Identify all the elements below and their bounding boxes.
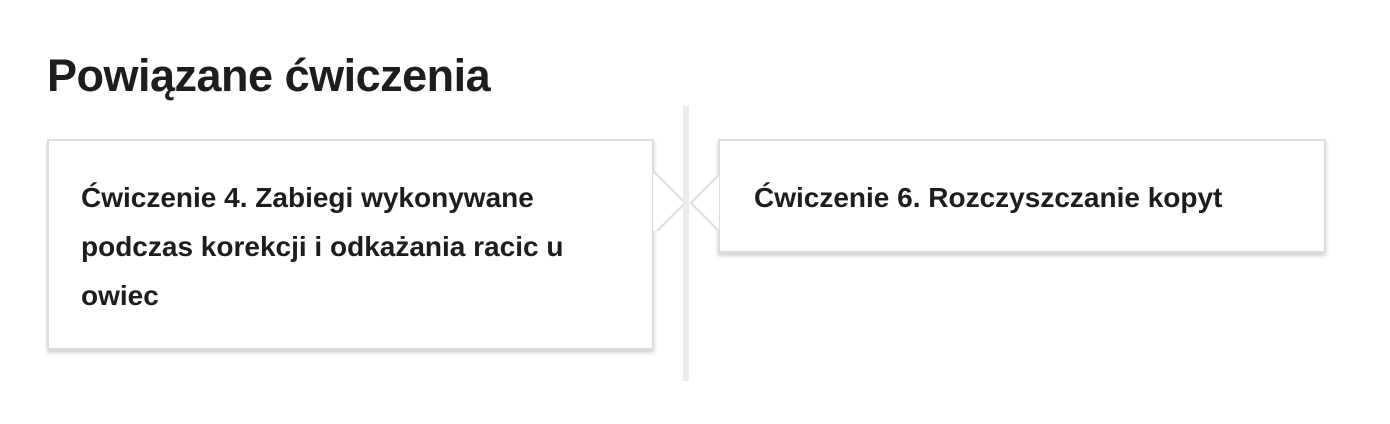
- section-title: Powiązane ćwiczenia: [47, 50, 491, 101]
- related-exercise-previous-label: Ćwiczenie 4. Zabiegi wykonywane podczas …: [81, 182, 564, 311]
- related-exercise-previous-card[interactable]: Ćwiczenie 4. Zabiegi wykonywane podczas …: [47, 139, 654, 350]
- timeline-divider: [683, 106, 689, 381]
- arrow-left-pointer-icon: [689, 171, 719, 231]
- arrow-right-pointer-icon: [653, 171, 683, 231]
- related-exercise-next-label: Ćwiczenie 6. Rozczyszczanie kopyt: [754, 182, 1223, 213]
- related-exercise-next-card[interactable]: Ćwiczenie 6. Rozczyszczanie kopyt: [718, 139, 1326, 253]
